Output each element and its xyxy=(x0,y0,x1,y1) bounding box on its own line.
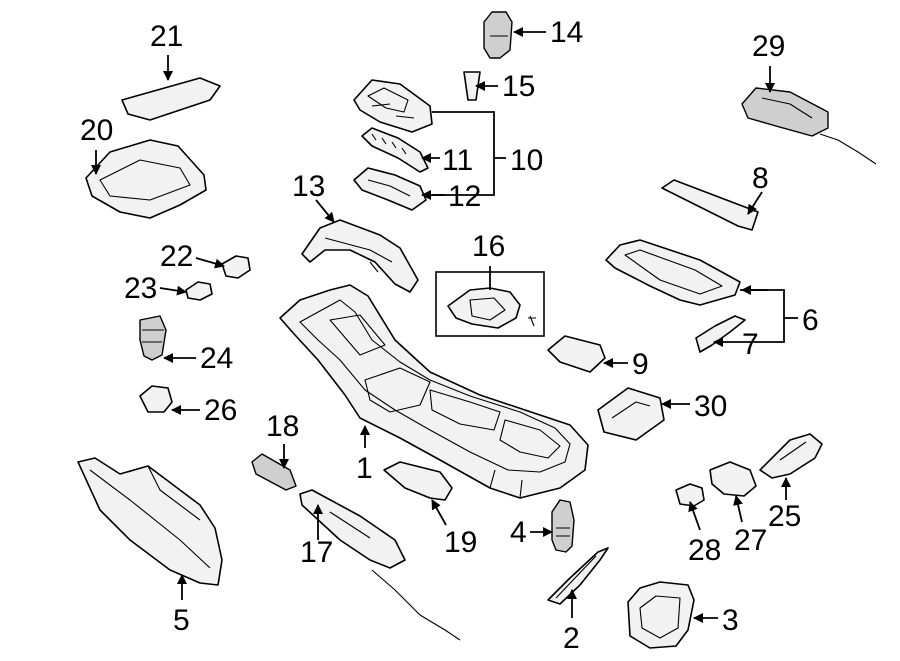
callout-19: 19 xyxy=(444,526,477,559)
part-27-housing xyxy=(709,461,757,497)
part-22-bulb-socket xyxy=(221,255,251,279)
part-1-console xyxy=(279,284,589,499)
callout-20: 20 xyxy=(80,114,113,147)
part-24-lighter-socket xyxy=(139,315,167,361)
callout-29: 29 xyxy=(752,30,785,63)
part-11-indicator-strip xyxy=(361,127,429,173)
part-20-bin xyxy=(85,139,207,219)
part-4-knob xyxy=(551,499,575,553)
callout-5: 5 xyxy=(173,604,190,637)
callout-13: 13 xyxy=(292,170,325,203)
callout-4: 4 xyxy=(510,516,527,549)
callout-1: 1 xyxy=(356,452,373,485)
callout-24: 24 xyxy=(200,342,233,375)
part-23-bulb xyxy=(185,281,213,301)
callout-28: 28 xyxy=(688,534,721,567)
callout-14: 14 xyxy=(550,16,583,49)
part-3-tray xyxy=(627,581,695,649)
part-10-shift-plate xyxy=(353,79,433,133)
part-15-shaft xyxy=(463,71,481,101)
part-17-handbrake xyxy=(299,489,461,641)
part-13-upper-trim xyxy=(301,219,419,293)
part-6-storage-tray xyxy=(605,239,741,306)
part-30-module xyxy=(597,387,665,441)
part-8-pad xyxy=(661,179,759,231)
callout-16: 16 xyxy=(472,230,505,263)
leader-lines xyxy=(91,27,798,623)
callout-15: 15 xyxy=(502,70,535,103)
callout-18: 18 xyxy=(266,410,299,443)
callout-11: 11 xyxy=(442,144,473,177)
part-26-ring xyxy=(139,385,173,413)
callout-2: 2 xyxy=(563,622,580,655)
part-29-phone xyxy=(741,87,877,165)
part-21-mat xyxy=(121,77,221,121)
callout-6: 6 xyxy=(802,304,819,337)
callout-26: 26 xyxy=(204,394,237,427)
callout-17: 17 xyxy=(300,536,333,569)
callout-25: 25 xyxy=(768,500,801,533)
callout-10: 10 xyxy=(510,144,543,177)
callout-21: 21 xyxy=(150,20,183,53)
callout-labels: 1 2 3 4 5 6 7 8 9 10 11 12 13 14 15 16 1… xyxy=(80,16,819,655)
callout-27: 27 xyxy=(734,524,767,557)
part-14-shift-knob xyxy=(483,11,513,59)
part-28-connector xyxy=(675,483,705,507)
part-25-lighter xyxy=(759,433,823,479)
callout-12: 12 xyxy=(448,180,481,213)
part-5-side-panel xyxy=(77,457,223,586)
part-16-boot-box xyxy=(435,271,545,337)
part-18-grip xyxy=(251,453,297,491)
part-7-bracket xyxy=(695,315,746,353)
callout-30: 30 xyxy=(694,390,727,423)
callout-3: 3 xyxy=(722,604,739,637)
part-2-trim xyxy=(547,547,609,605)
callout-22: 22 xyxy=(160,240,193,273)
callout-9: 9 xyxy=(632,348,649,381)
callout-8: 8 xyxy=(752,162,769,195)
part-19-boot xyxy=(383,461,453,501)
part-12-cover xyxy=(353,167,427,211)
callout-23: 23 xyxy=(124,272,157,305)
part-9-pad xyxy=(547,335,606,373)
callout-7: 7 xyxy=(742,328,759,361)
